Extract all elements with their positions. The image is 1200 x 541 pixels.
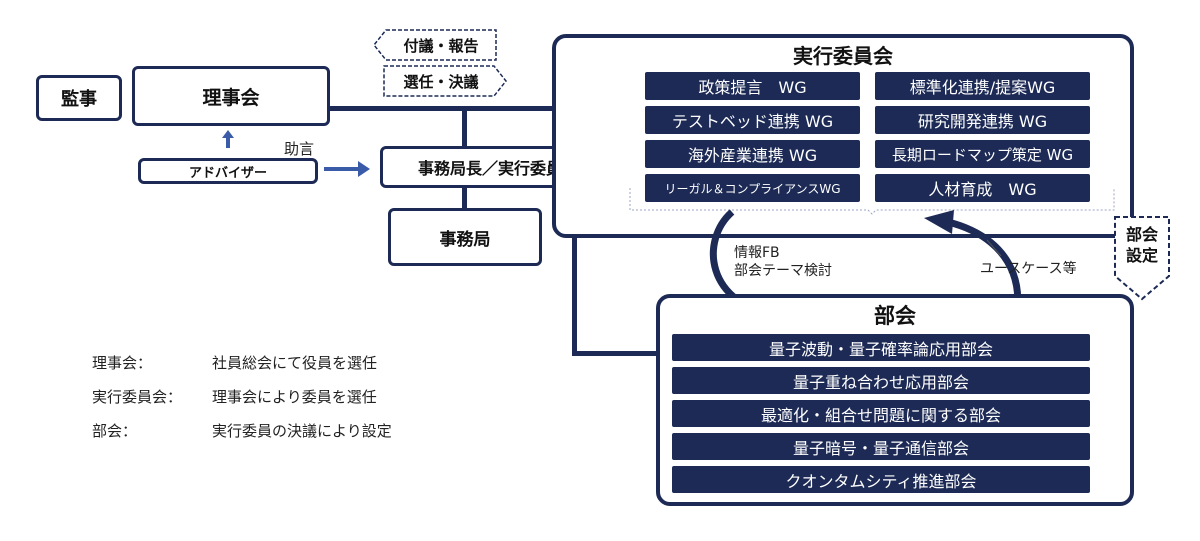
wg-hr: 人材育成 WG [875, 174, 1090, 202]
usecase-leader-line [986, 239, 1002, 257]
advisor-label: アドバイザー [188, 165, 267, 181]
legend-row-board: 理事会： 社員総会にて役員を選任 [92, 352, 512, 386]
board-box: 理事会 [132, 66, 330, 126]
auditor-label: 監事 [61, 89, 97, 110]
exec-committee-frame [552, 34, 1134, 238]
legend-row-exec: 実行委員会： 理事会により委員を選任 [92, 386, 512, 420]
board-to-exec-line [330, 106, 556, 111]
vertical-trunk-line [462, 106, 467, 150]
advice-right-arrow-icon [324, 161, 370, 177]
bukai-crypto: 量子暗号・量子通信部会 [672, 433, 1090, 460]
feedback-line1: 情報FB [734, 245, 780, 261]
advisor-up-arrow-icon [222, 130, 234, 148]
subcommittee-title: 部会 [874, 304, 916, 328]
wg-legal: リーガル＆コンプライアンスWG [645, 174, 860, 202]
bukai-superposition: 量子重ね合わせ応用部会 [672, 367, 1090, 394]
wg-bracket-dotted [629, 188, 1115, 215]
secretariat-label: 事務局 [439, 229, 491, 250]
auditor-box: 監事 [36, 75, 122, 121]
feedback-label: 情報FB 部会テーマ検討 [734, 244, 832, 280]
bukai-set-text: 部会 設定 [1112, 224, 1172, 266]
bukai-optimization: 最適化・組合せ問題に関する部会 [672, 400, 1090, 427]
elect-flag-label: 選任・決議 [403, 72, 479, 91]
advice-label: 助言 [284, 140, 315, 158]
secretariat-box: 事務局 [388, 208, 542, 266]
legend-term: 部会： [92, 422, 138, 440]
report-flag-label: 付議・報告 [403, 36, 479, 55]
wg-roadmap: 長期ロードマップ策定 WG [875, 140, 1090, 168]
usecase-label: ユースケース等 [980, 261, 1077, 277]
elect-flag-shape [383, 65, 507, 97]
wg-testbed: テストベッド連携 WG [645, 106, 860, 134]
bukai-wave: 量子波動・量子確率論応用部会 [672, 334, 1090, 361]
bukai-quantumcity: クオンタムシティ推進部会 [672, 466, 1090, 493]
bukai-set-shape [1114, 216, 1170, 301]
legend-desc: 理事会により委員を選任 [212, 388, 377, 406]
exec-to-bukai-vertical-line [572, 234, 577, 356]
board-label: 理事会 [202, 86, 260, 109]
legend-term: 実行委員会： [92, 388, 183, 406]
legend-term: 理事会： [92, 354, 153, 372]
legend-desc: 実行委員の決議により設定 [212, 422, 392, 440]
feedback-line2: 部会テーマ検討 [734, 263, 832, 279]
advisor-box: アドバイザー [138, 158, 318, 184]
exec-to-bukai-horizontal-line [572, 351, 662, 356]
wg-standard: 標準化連携/提案WG [875, 72, 1090, 100]
legend-row-bukai: 部会： 実行委員の決議により設定 [92, 420, 512, 454]
legend: 理事会： 社員総会にて役員を選任 実行委員会： 理事会により委員を選任 部会： … [92, 352, 512, 454]
wg-research: 研究開発連携 WG [875, 106, 1090, 134]
wg-overseas: 海外産業連携 WG [645, 140, 860, 168]
exec-committee-title: 実行委員会 [793, 44, 893, 68]
legend-desc: 社員総会にて役員を選任 [212, 354, 378, 372]
director-to-secretariat-line [462, 186, 467, 210]
bukai-set-line2: 設定 [1125, 246, 1158, 265]
report-flag-shape [373, 29, 497, 61]
bukai-set-line1: 部会 [1125, 225, 1158, 244]
director-label: 事務局長／実行委員長 [417, 159, 578, 178]
wg-policy: 政策提言 WG [645, 72, 860, 100]
